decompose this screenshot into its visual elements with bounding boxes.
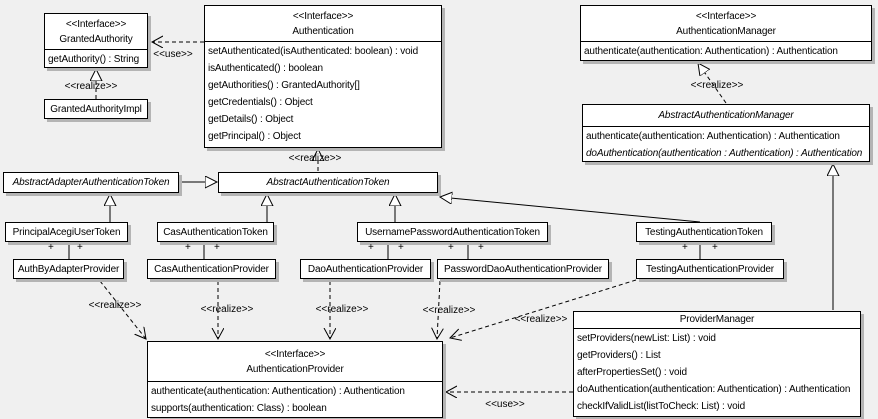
realize-label: <<realize>> — [64, 81, 118, 92]
use-label: <<use>> — [485, 399, 525, 410]
class-name: AuthenticationProvider — [246, 364, 344, 375]
class-name: PasswordDaoAuthenticationProvider — [444, 263, 602, 275]
method: getAuthority() : String — [48, 54, 140, 65]
class-dao-authentication-provider[interactable]: DaoAuthenticationProvider — [300, 259, 431, 279]
stereotype: <<Interface>> — [695, 11, 757, 22]
class-name: PrincipalAcegiUserToken — [12, 226, 121, 238]
class-name: GrantedAuthority — [59, 34, 133, 45]
class-name: UsernamePasswordAuthenticationToken — [365, 226, 540, 238]
class-testing-authentication-token[interactable]: TestingAuthenticationToken — [636, 222, 772, 242]
realize-edge-passworddaoauthenticationprovider[interactable] — [437, 280, 440, 339]
realize-label: <<realize>> — [200, 304, 254, 315]
class-name: GrantedAuthorityImpl — [50, 103, 142, 115]
class-name: TestingAuthenticationToken — [645, 226, 763, 238]
class-principal-acegi-user-token[interactable]: PrincipalAcegiUserToken — [5, 222, 128, 242]
multiplicity-label: + — [682, 242, 688, 253]
class-password-dao-authentication-provider[interactable]: PasswordDaoAuthenticationProvider — [437, 259, 609, 279]
realize-label: <<realize>> — [514, 314, 568, 325]
class-granted-authority[interactable]: <<Interface>> GrantedAuthority getAuthor… — [44, 13, 148, 68]
method: getDetails() : Object — [208, 114, 294, 125]
class-cas-authentication-token[interactable]: CasAuthenticationToken — [157, 222, 274, 242]
method: afterPropertiesSet() : void — [577, 367, 687, 378]
class-auth-by-adapter-provider[interactable]: AuthByAdapterProvider — [13, 259, 124, 279]
method: authenticate(authentication: Authenticat… — [586, 131, 840, 142]
class-authentication-manager[interactable]: <<Interface>> AuthenticationManager auth… — [580, 5, 872, 61]
class-granted-authority-impl[interactable]: GrantedAuthorityImpl — [44, 99, 148, 119]
method: getPrincipal() : Object — [208, 131, 301, 142]
method: checkIfValidList(listToCheck: List) : vo… — [577, 401, 746, 412]
method: setProviders(newList: List) : void — [577, 333, 716, 344]
class-cas-authentication-provider[interactable]: CasAuthenticationProvider — [147, 259, 276, 279]
use-label: <<use>> — [153, 49, 193, 60]
realize-label: <<realize>> — [88, 300, 142, 311]
generalization-edge-testingauthenticationtoken[interactable] — [440, 197, 701, 223]
class-testing-authentication-provider[interactable]: TestingAuthenticationProvider — [636, 259, 784, 279]
class-name: DaoAuthenticationProvider — [307, 263, 424, 275]
multiplicity-label: + — [448, 242, 454, 253]
class-authentication-provider[interactable]: <<Interface>> AuthenticationProvider aut… — [147, 341, 443, 418]
class-name: AuthByAdapterProvider — [17, 263, 120, 275]
realize-label: <<realize>> — [422, 305, 476, 316]
multiplicity-label: + — [77, 242, 83, 253]
class-name: AbstractAuthenticationToken — [266, 177, 390, 188]
realize-label: <<realize>> — [315, 304, 369, 315]
class-username-password-authentication-token[interactable]: UsernamePasswordAuthenticationToken — [357, 222, 548, 242]
multiplicity-label: + — [48, 242, 54, 253]
realize-edge-abstractauthenticationmanager[interactable] — [698, 63, 727, 104]
class-name: AuthenticationManager — [676, 26, 776, 37]
class-name: AbstractAuthenticationManager — [658, 110, 794, 121]
stereotype: <<Interface>> — [65, 19, 127, 30]
class-name: AbstractAdapterAuthenticationToken — [12, 177, 170, 188]
method: supports(authentication: Class) : boolea… — [151, 403, 327, 414]
method: authenticate(authentication: Authenticat… — [584, 46, 838, 57]
class-abstract-authentication-manager[interactable]: AbstractAuthenticationManager authentica… — [582, 104, 870, 162]
method: getCredentials() : Object — [208, 97, 313, 108]
realize-edge-testingauthenticationprovider[interactable] — [450, 279, 637, 338]
stereotype: <<Interface>> — [264, 349, 326, 360]
method: getAuthorities() : GrantedAuthority[] — [208, 80, 360, 91]
multiplicity-label: + — [478, 242, 484, 253]
method: doAuthentication(authentication: Authent… — [577, 384, 851, 395]
realize-label: <<realize>> — [288, 153, 342, 164]
realize-edge-authbyadapterprovider[interactable] — [99, 280, 146, 339]
class-name: ProviderManager — [679, 314, 755, 325]
class-name: CasAuthenticationToken — [163, 226, 268, 238]
multiplicity-label: + — [185, 242, 191, 253]
realize-label: <<realize>> — [690, 80, 744, 91]
class-name: Authentication — [292, 26, 354, 37]
method: isAuthenticated() : boolean — [208, 63, 323, 74]
class-name: TestingAuthenticationProvider — [646, 263, 774, 275]
multiplicity-label: + — [214, 242, 220, 253]
multiplicity-label: + — [368, 242, 374, 253]
multiplicity-label: + — [398, 242, 404, 253]
method: authenticate(authentication: Authenticat… — [151, 386, 405, 397]
class-abstract-authentication-token[interactable]: AbstractAuthenticationToken — [218, 172, 438, 193]
class-abstract-adapter-authentication-token[interactable]: AbstractAdapterAuthenticationToken — [3, 172, 179, 193]
method: doAuthentication(authentication : Authen… — [586, 148, 863, 159]
class-provider-manager[interactable]: ProviderManager setProviders(newList: Li… — [573, 311, 861, 417]
method: setAuthenticated(isAuthenticated: boolea… — [208, 46, 419, 57]
method: getProviders() : List — [577, 350, 661, 361]
multiplicity-label: + — [712, 242, 718, 253]
stereotype: <<Interface>> — [292, 11, 354, 22]
class-authentication[interactable]: <<Interface>> Authentication setAuthenti… — [204, 5, 442, 148]
class-name: CasAuthenticationProvider — [154, 263, 269, 275]
